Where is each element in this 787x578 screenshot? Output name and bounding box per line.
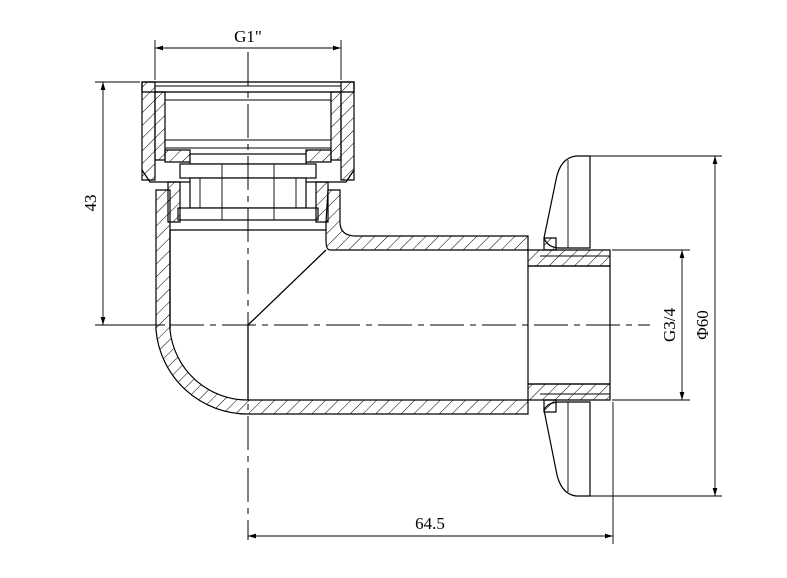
elbow-body: [155, 189, 529, 415]
dim-flange-diameter-label: Φ60: [693, 310, 712, 339]
dim-height-label: 43: [81, 195, 100, 212]
dim-length: 64.5: [248, 402, 614, 544]
dim-thread-outlet: G3/4: [612, 249, 690, 401]
dim-flange-diameter: Φ60: [590, 155, 722, 497]
dim-length-label: 64.5: [415, 514, 445, 533]
dim-thread-top: G1": [154, 27, 342, 80]
dim-thread-outlet-label: G3/4: [660, 308, 679, 343]
dim-thread-top-label: G1": [234, 27, 262, 46]
flange-cover: [543, 155, 591, 497]
dim-height: 43: [81, 81, 165, 326]
